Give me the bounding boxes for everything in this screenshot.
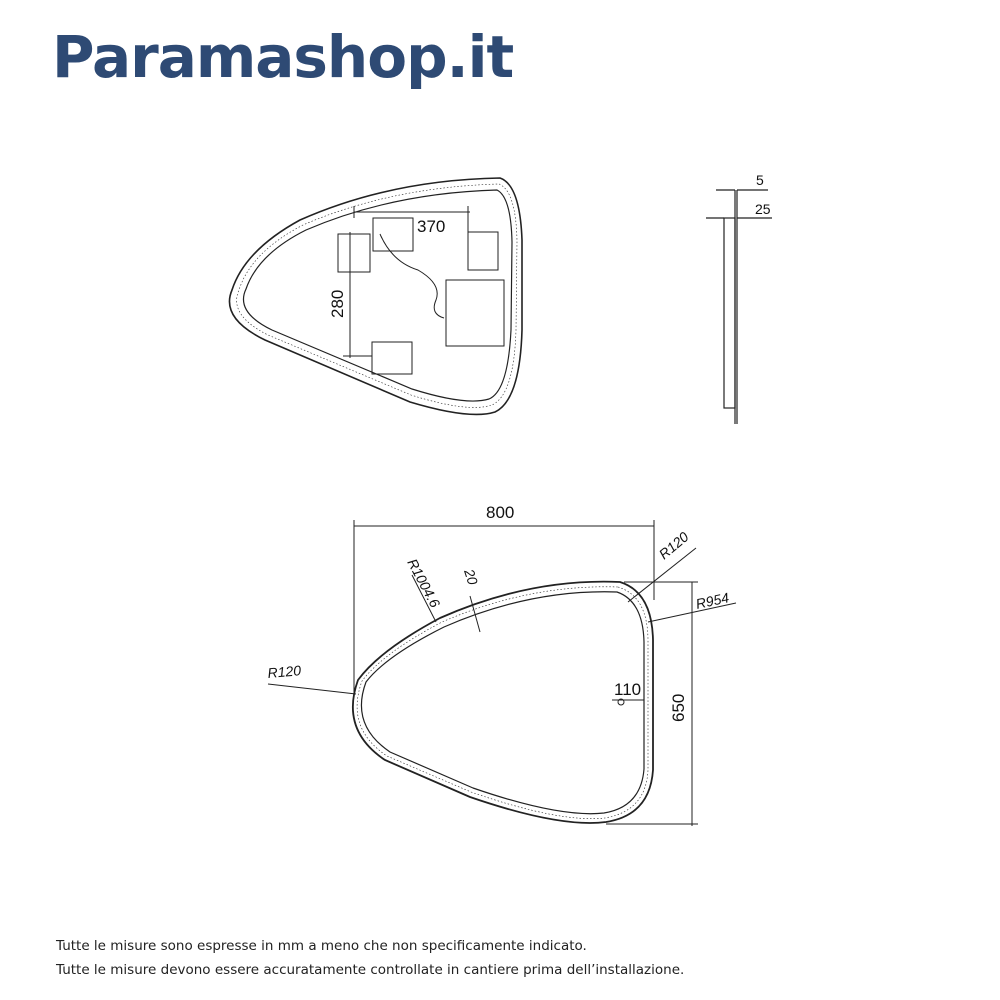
- side-view: [706, 189, 772, 424]
- brand-logo: Paramashop.it: [52, 23, 514, 91]
- front-radius-left-label: R120: [267, 662, 302, 681]
- front-outline-inner: [360, 591, 645, 815]
- rear-outline-band: [236, 183, 518, 408]
- rear-dim-width-label: 370: [417, 217, 445, 236]
- rear-outline-inner: [242, 189, 513, 402]
- front-outline-outer: [351, 580, 654, 824]
- note-line-1: Tutte le misure sono espresse in mm a me…: [56, 938, 587, 954]
- front-dim-width-label: 800: [486, 503, 514, 522]
- side-dim-25-label: 25: [755, 201, 771, 217]
- rear-module-1: [337, 233, 371, 273]
- front-dim-height-label: 650: [669, 694, 688, 722]
- rear-view: [228, 177, 523, 416]
- notes: Tutte le misure sono espresse in mm a me…: [56, 934, 684, 982]
- side-dim-5-label: 5: [756, 172, 764, 188]
- front-radius-top-right-label: R120: [656, 528, 692, 562]
- front-view: [351, 580, 654, 824]
- rear-outline-outer: [228, 177, 523, 416]
- sensor-icon: [617, 698, 625, 706]
- rear-dimensions: [343, 206, 470, 358]
- front-dimensions: [267, 520, 737, 826]
- note-line-2: Tutte le misure devono essere accuratame…: [56, 962, 685, 978]
- rear-module-3: [467, 231, 499, 271]
- rear-module-4: [445, 279, 505, 347]
- front-outline-band: [356, 586, 649, 819]
- front-band-width-label: 20: [461, 566, 481, 587]
- rear-cable: [379, 233, 445, 319]
- front-sensor-offset-label: 110: [614, 680, 641, 699]
- rear-dim-height-label: 280: [328, 290, 347, 318]
- front-radius-right-edge-label: R954: [694, 589, 730, 612]
- rear-module-5: [371, 341, 413, 375]
- front-radius-top-edge-label: R1004.6: [404, 556, 443, 610]
- rear-module-2: [372, 217, 414, 252]
